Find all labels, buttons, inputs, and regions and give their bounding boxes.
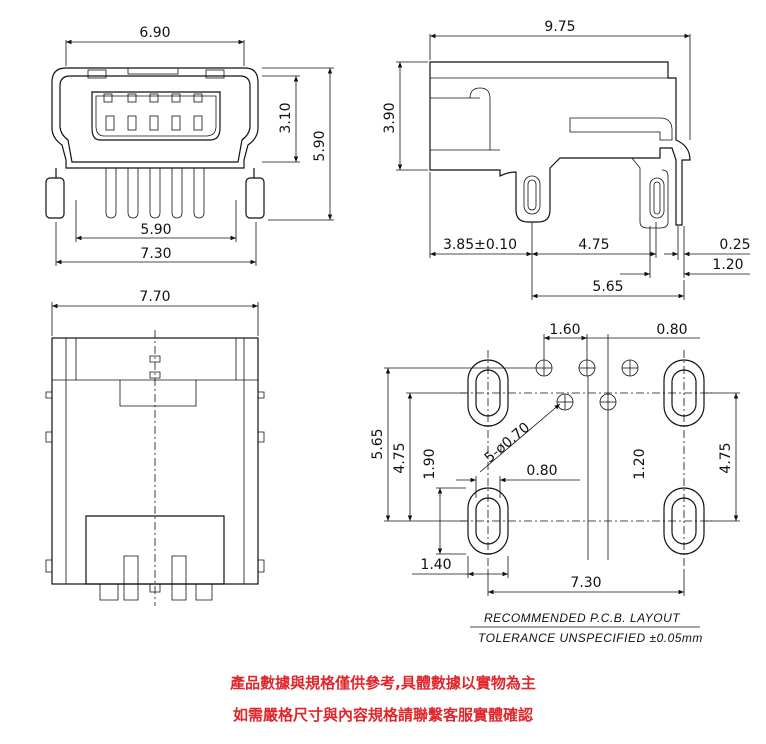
dim-side-span: 5.65 xyxy=(592,279,623,295)
dim-pcb-offset: 1.20 xyxy=(632,448,648,479)
drill-holes xyxy=(535,359,639,411)
dim-pcb-pad-width: 1.40 xyxy=(420,557,451,573)
dim-pcb-height-c: 1.90 xyxy=(422,448,438,479)
note-tolerance: TOLERANCE UNSPECIFIED ±0.05mm xyxy=(478,631,703,645)
side-view: 9.75 3.90 3.85±0.10 4.75 0.25 1.20 5.65 xyxy=(382,19,751,300)
dim-pcb-span: 7.30 xyxy=(570,575,601,591)
disclaimer-line1: 產品數據與規格僅供參考,具體數據以實物為主 xyxy=(230,674,536,692)
dim-side-pitch: 4.75 xyxy=(578,237,609,253)
contacts xyxy=(103,93,203,131)
dim-pcb-slot-width: 0.80 xyxy=(526,463,557,479)
disclaimer-line2: 如需嚴格尺寸與內容規格請聯繫客服實體確認 xyxy=(232,706,533,724)
dim-side-offset: 3.85±0.10 xyxy=(443,237,517,253)
pcb-layout: 1.60 0.80 5-ø0.70 5.65 4.75 1.90 0.80 1.… xyxy=(370,322,740,645)
dim-pcb-height-d: 4.75 xyxy=(718,442,734,473)
dim-side-pin-thk: 0.25 xyxy=(719,237,750,253)
dim-front-height-total: 5.90 xyxy=(312,130,328,161)
dim-front-height-inner: 3.10 xyxy=(278,102,294,133)
dim-side-pin-len: 1.20 xyxy=(712,257,743,273)
bottom-view: 7.70 xyxy=(45,289,265,606)
dim-pcb-drill: 5-ø0.70 xyxy=(482,420,533,467)
dim-pcb-height-a: 5.65 xyxy=(370,428,386,459)
dim-side-height: 3.90 xyxy=(382,102,398,133)
dim-front-width-bottom-inner: 5.90 xyxy=(140,222,171,238)
dim-pcb-height-b: 4.75 xyxy=(392,442,408,473)
note-recommended: RECOMMENDED P.C.B. LAYOUT xyxy=(484,611,681,625)
dim-pcb-pitch-a: 1.60 xyxy=(549,322,580,338)
dim-bottom-width: 7.70 xyxy=(139,289,170,305)
dim-front-width-top: 6.90 xyxy=(139,25,170,41)
dim-pcb-pitch-b: 0.80 xyxy=(656,322,687,338)
front-view: 6.90 3.10 5.90 5.90 7.30 xyxy=(45,25,334,266)
dim-side-length: 9.75 xyxy=(544,19,575,35)
dim-front-width-bottom: 7.30 xyxy=(140,246,171,262)
